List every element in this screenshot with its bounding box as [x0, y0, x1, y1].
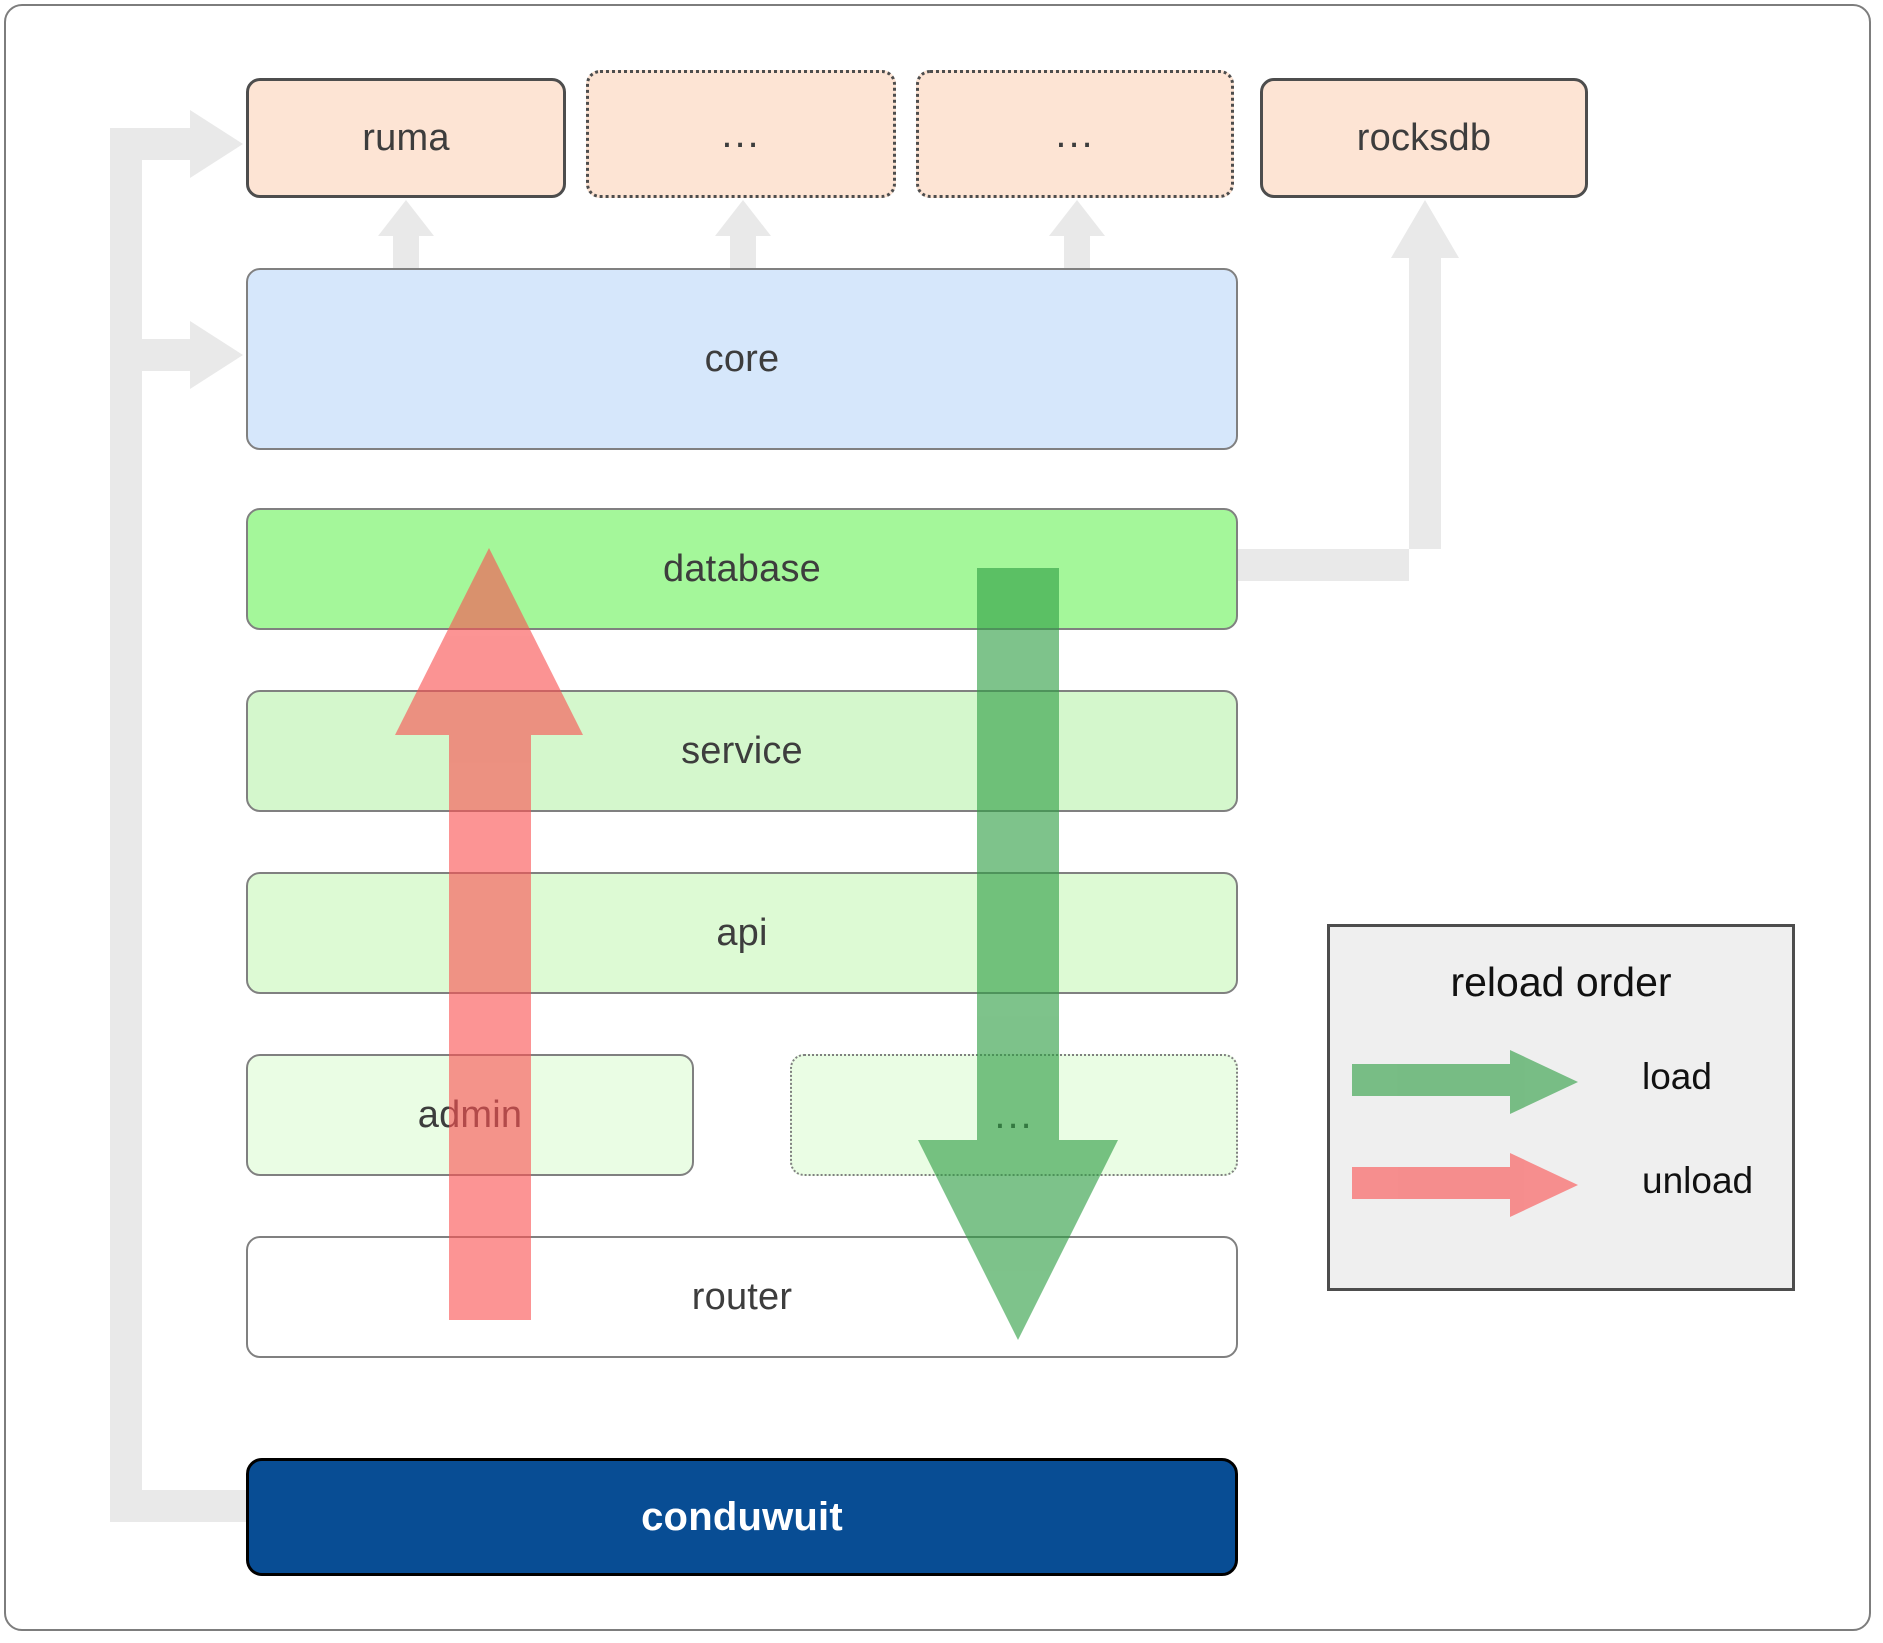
- crate-dots-1[interactable]: ...: [586, 70, 896, 198]
- right-connector-horizontal: [1230, 549, 1409, 581]
- left-connector-arrowhead-core: [190, 321, 243, 389]
- app-node-conduwuit[interactable]: conduwuit: [246, 1458, 1238, 1576]
- unload-arrow: [395, 548, 583, 1320]
- layer-database-label: database: [663, 548, 821, 590]
- layer-router[interactable]: router: [246, 1236, 1238, 1358]
- crate-dots-2[interactable]: ...: [916, 70, 1234, 198]
- legend-load-swatch: [1352, 1050, 1578, 1114]
- crate-ruma[interactable]: ruma: [246, 78, 566, 198]
- left-connector-trunk: [110, 128, 142, 1518]
- legend-load-label: load: [1642, 1056, 1712, 1097]
- layer-core[interactable]: core: [246, 268, 1238, 450]
- layer-router-label: router: [691, 1276, 793, 1318]
- crate-rocksdb[interactable]: rocksdb: [1260, 78, 1588, 198]
- crate-dots-2-label: ...: [1055, 112, 1095, 156]
- right-connector-arrowhead-rocksdb: [1391, 200, 1459, 258]
- crate-ruma-label: ruma: [362, 117, 450, 159]
- crate-rocksdb-label: rocksdb: [1356, 117, 1492, 159]
- app-node-label: conduwuit: [641, 1495, 843, 1539]
- unload-arrow-shaft: [449, 640, 531, 1320]
- legend-unload-swatch: [1352, 1153, 1578, 1217]
- legend: reload order load unload: [1327, 924, 1795, 1291]
- load-arrow: [918, 568, 1118, 1340]
- left-connector-to-conduwuit: [110, 1490, 248, 1522]
- layer-database[interactable]: database: [246, 508, 1238, 630]
- right-connector-vertical: [1409, 252, 1441, 549]
- left-connector-stem-core: [110, 339, 196, 371]
- left-connector-group: [110, 110, 248, 1522]
- crate-dots-1-label: ...: [721, 112, 761, 156]
- left-connector-stem-ruma: [110, 128, 196, 160]
- load-arrow-shaft: [977, 568, 1059, 1248]
- left-connector-arrowhead-ruma: [190, 110, 243, 178]
- layer-service-label: service: [681, 730, 803, 772]
- legend-title: reload order: [1450, 959, 1672, 1005]
- unload-arrow-head: [395, 548, 583, 735]
- legend-unload-label: unload: [1642, 1160, 1754, 1201]
- layer-api[interactable]: api: [246, 872, 1238, 994]
- right-connector-group: [1230, 200, 1459, 581]
- layer-core-label: core: [704, 338, 780, 380]
- layer-api-label: api: [716, 912, 768, 954]
- load-arrow-head: [918, 1140, 1118, 1340]
- legend-swatches: [1352, 1050, 1578, 1217]
